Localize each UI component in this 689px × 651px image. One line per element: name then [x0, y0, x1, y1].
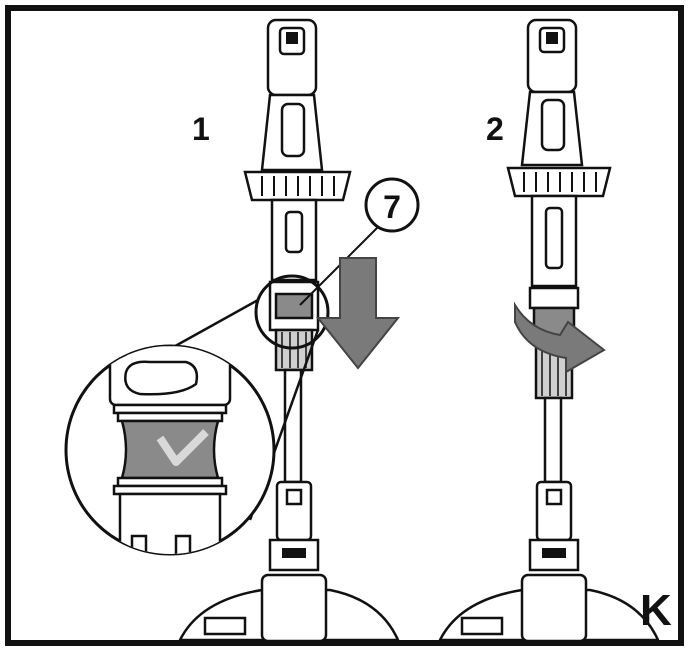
step-label-2: 2 — [486, 111, 504, 147]
lower-shaft-tube-2 — [543, 396, 563, 484]
step-label-1: 1 — [192, 111, 210, 147]
motor-neck — [268, 538, 320, 572]
magnified-detail — [64, 344, 276, 556]
collar-highlight-circle — [254, 274, 330, 350]
panel-2-trimmer — [437, 18, 660, 643]
down-arrow-icon — [315, 257, 401, 370]
panel-1-trimmer — [177, 18, 400, 643]
figure-letter: K — [640, 586, 672, 635]
motor-housing — [260, 573, 328, 643]
rotate-arrow-icon — [514, 301, 606, 374]
callout-number: 7 — [383, 189, 401, 225]
check-mark-icon — [156, 429, 209, 466]
